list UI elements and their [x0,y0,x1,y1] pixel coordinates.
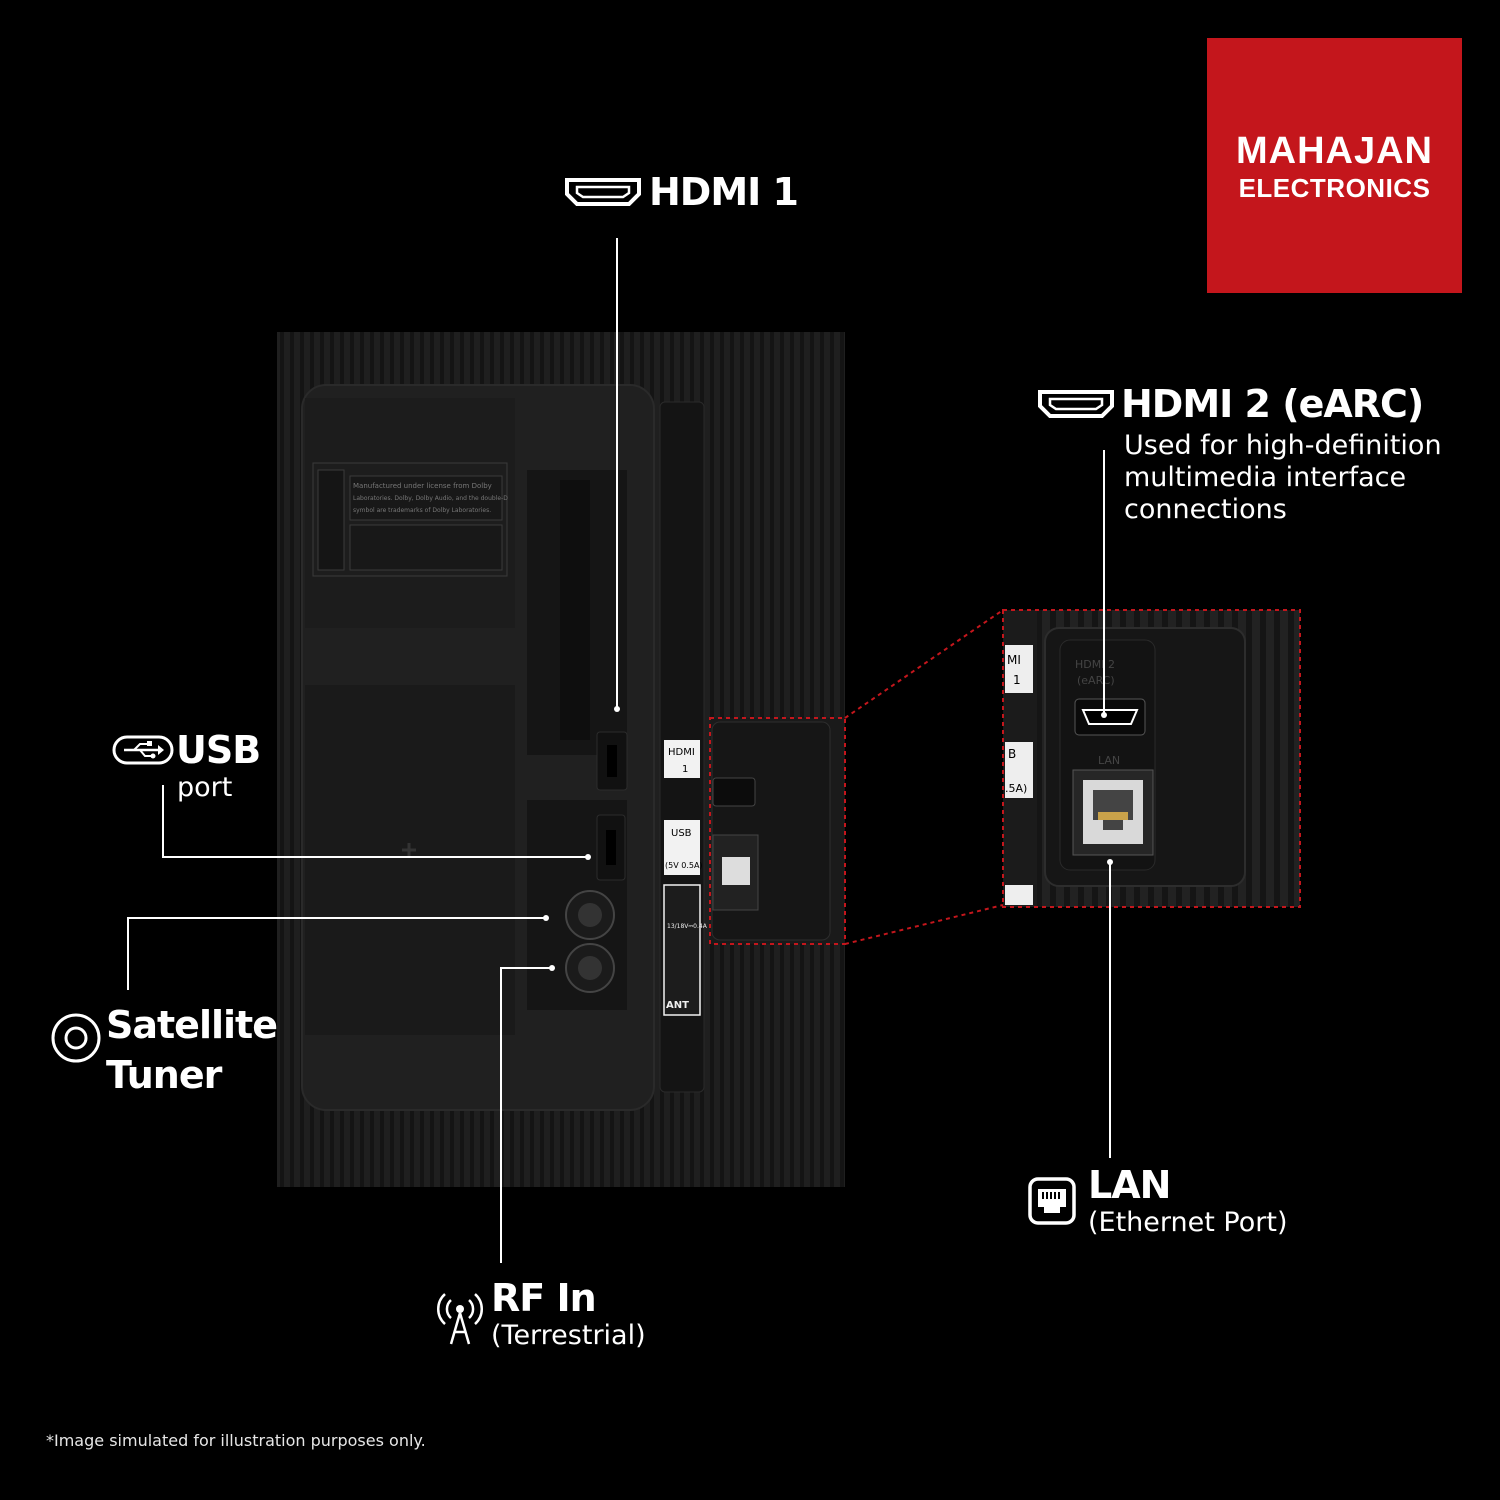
panel-label-usb: USB [671,828,692,839]
satellite-icon [51,1013,101,1063]
panel-label-hdmi-num: 1 [682,764,688,775]
brand-subtitle: ELECTRONICS [1238,172,1431,203]
hdmi2-desc-line-1: Used for high-definition [1124,430,1442,461]
zoom-label-hdmi-side-num: 1 [1013,673,1021,687]
zoom-panel: MI 1 B .5A) HDMI 2 (eARC) LAN [1003,610,1300,907]
usb-icon [112,735,174,765]
satellite-title-line-1: Satellite [106,1003,278,1047]
footnote: *Image simulated for illustration purpos… [46,1431,426,1450]
panel-label-hdmi: HDMI [668,747,695,758]
hdmi2-desc-line-3: connections [1124,494,1287,525]
usb-sub: port [177,772,233,803]
brand-name: MAHAJAN [1236,129,1433,172]
panel-label-ant: ANT [666,1000,689,1011]
antenna-icon [436,1293,484,1345]
rf-sub: (Terrestrial) [491,1320,646,1351]
zoom-label-usb-side-rating: .5A) [1005,782,1027,795]
sticker-line-2: Laboratories. Dolby, Dolby Audio, and th… [353,495,508,502]
satellite-callout: Satellite Tuner [50,1000,278,1100]
lan-callout: LAN (Ethernet Port) [1028,1163,1287,1239]
lan-sub: (Ethernet Port) [1088,1207,1288,1238]
hdmi1-title: HDMI 1 [649,170,799,214]
ethernet-icon [1028,1177,1076,1225]
hdmi2-desc-line-2: multimedia interface [1124,462,1407,493]
hdmi1-callout: HDMI 1 [563,170,799,214]
rf-callout: RF In (Terrestrial) [435,1276,646,1352]
usb-callout: USB port [112,728,261,804]
hdmi2-title: HDMI 2 (eARC) [1121,382,1424,426]
panel-label-usb-rating: (5V 0.5A) [665,861,703,870]
zoom-label-usb-side: B [1008,747,1016,761]
sticker-line-3: symbol are trademarks of Dolby Laborator… [353,507,491,514]
highlight-box-small [709,717,846,945]
panel-label-sat: 13/18V⎓0.4A [667,923,708,930]
zoom-label-earc: (eARC) [1077,674,1115,687]
hdmi2-callout: HDMI 2 (eARC) Used for high-definition m… [1035,382,1442,526]
sticker-line-1: Manufactured under license from Dolby [353,482,492,490]
rf-title: RF In [491,1276,597,1320]
lan-title: LAN [1088,1163,1171,1207]
zoom-label-lan: LAN [1098,754,1120,767]
zoom-label-hdmi: HDMI 2 [1075,658,1115,671]
dolby-sticker: Manufactured under license from Dolby La… [312,462,508,577]
satellite-title-line-2: Tuner [106,1053,222,1097]
brand-logo: MAHAJAN ELECTRONICS [1207,38,1462,293]
zoom-label-hdmi-side: MI [1007,653,1021,667]
hdmi-icon [565,178,641,206]
hdmi-icon [1038,390,1114,418]
usb-title: USB [176,728,261,772]
